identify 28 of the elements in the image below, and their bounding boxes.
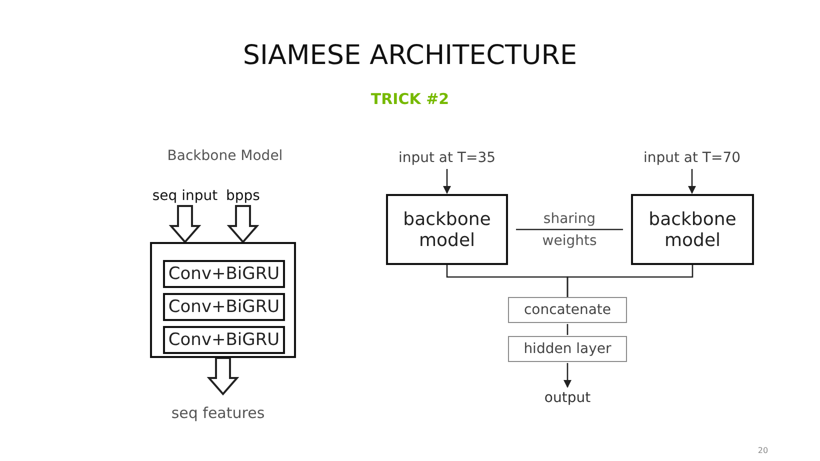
node-label: input at T=35	[386, 148, 508, 168]
process-box: concatenate	[508, 297, 627, 323]
node-label: output	[530, 388, 605, 408]
subtitle: TRICK #2	[370, 90, 450, 108]
arrow	[564, 363, 572, 388]
model-box: backbone model	[631, 194, 754, 265]
connector-line	[516, 228, 623, 230]
connector-line	[566, 324, 568, 335]
container-box	[150, 242, 296, 358]
connector-line	[566, 265, 694, 297]
slide-title: SIAMESE ARCHITECTURE	[242, 40, 578, 71]
page-number: 20	[756, 446, 770, 455]
arrow	[443, 169, 451, 194]
process-box: hidden layer	[508, 336, 627, 362]
section-heading: Backbone Model	[166, 148, 284, 164]
arrow	[688, 169, 696, 194]
block-arrow	[206, 357, 240, 396]
block-arrow	[226, 205, 260, 244]
node-label: input at T=70	[630, 148, 754, 168]
layer-box: Conv+BiGRU	[163, 326, 285, 354]
model-box: backbone model	[386, 194, 508, 265]
node-label: seq input	[149, 186, 221, 206]
layer-box: Conv+BiGRU	[163, 260, 285, 288]
node-label: seq features	[158, 403, 278, 423]
layer-box: Conv+BiGRU	[163, 293, 285, 321]
node-label: bpps	[222, 186, 264, 206]
edge-label: sharing weights	[541, 210, 598, 250]
block-arrow	[168, 205, 202, 244]
